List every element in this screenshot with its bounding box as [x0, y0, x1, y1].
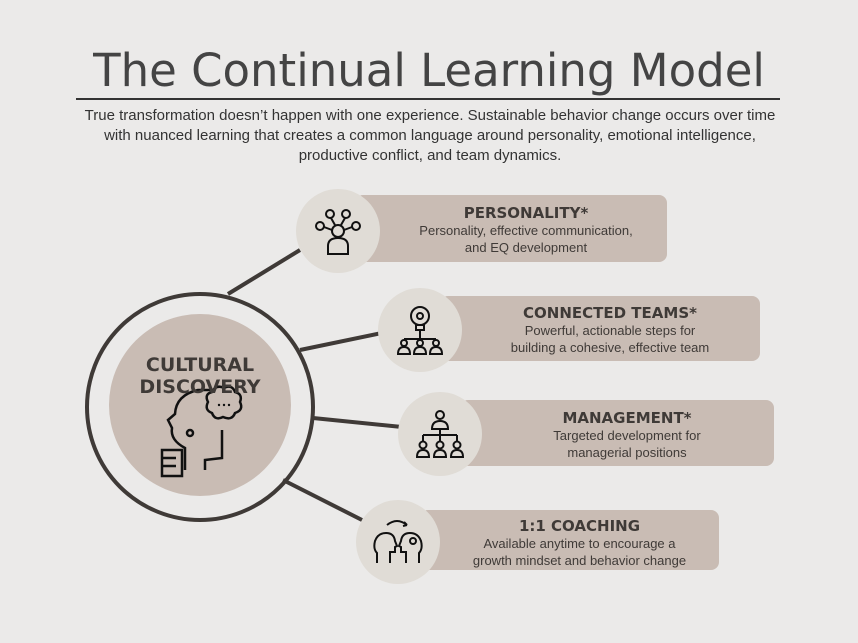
lightbulb-team-icon — [378, 288, 462, 372]
org-chart-icon — [398, 392, 482, 476]
center-ring — [85, 292, 315, 522]
card-connected-teams: CONNECTED TEAMS* Powerful, actionable st… — [440, 296, 760, 361]
card-title: 1:1 COACHING — [518, 517, 641, 535]
connector-coaching — [282, 478, 363, 522]
title-divider — [76, 98, 780, 100]
card-desc-line2: managerial positions — [567, 445, 687, 460]
card-desc-line1: Personality, effective communication, — [419, 223, 633, 238]
center-label-line1: CULTURAL — [145, 354, 255, 376]
card-desc-line1: Powerful, actionable steps for — [524, 323, 696, 338]
card-management: MANAGEMENT* Targeted development for man… — [460, 400, 774, 466]
card-desc-line1: Targeted development for — [553, 428, 701, 443]
connector-personality — [226, 248, 302, 296]
card-personality: PERSONALITY* Personality, effective comm… — [355, 195, 667, 262]
card-coaching: 1:1 COACHING Available anytime to encour… — [420, 510, 719, 570]
center-disc — [109, 314, 291, 496]
card-title: PERSONALITY* — [463, 204, 589, 222]
card-title: MANAGEMENT* — [562, 409, 692, 427]
center-label-line2: DISCOVERY — [139, 376, 261, 398]
card-title: CONNECTED TEAMS* — [523, 304, 697, 322]
coaching-heads-icon — [356, 500, 440, 584]
connector-management — [312, 416, 403, 429]
personality-network-icon — [296, 189, 380, 273]
page-title: The Continual Learning Model — [93, 44, 765, 97]
card-desc-line2: and EQ development — [464, 240, 588, 255]
center-label: CULTURAL DISCOVERY — [110, 354, 290, 398]
card-desc-line2: growth mindset and behavior change — [472, 553, 687, 568]
connector-teams — [299, 331, 383, 352]
intro-text: True transformation doesn’t happen with … — [84, 107, 776, 164]
thinking-head-icon — [160, 385, 243, 478]
card-desc-line2: building a cohesive, effective team — [510, 340, 710, 355]
card-desc-line1: Available anytime to encourage a — [483, 536, 676, 551]
